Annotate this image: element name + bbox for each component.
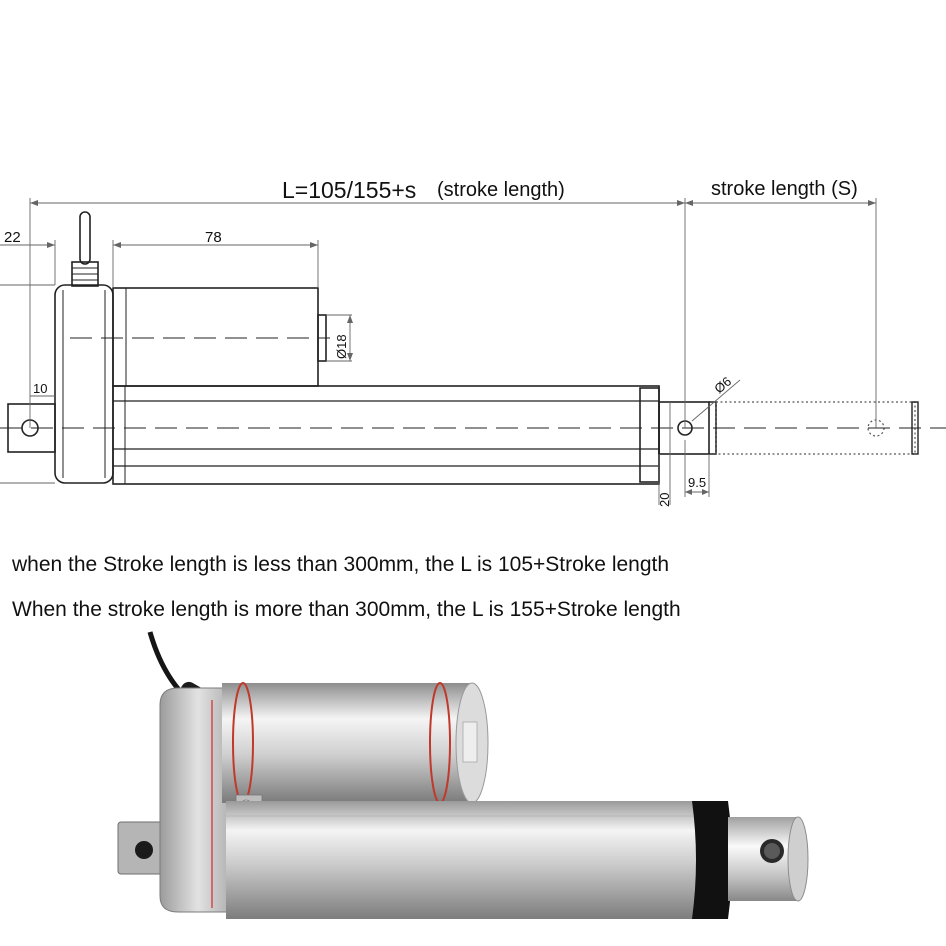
dim-label-10: 10 <box>33 381 47 396</box>
outer-tube-photo <box>226 801 721 919</box>
cable-stub <box>79 211 91 265</box>
dim-label-78: 78 <box>205 229 222 246</box>
dim-label-d18: Ø18 <box>334 334 349 359</box>
dimension-arrows <box>30 200 876 495</box>
dim-label-d6: Ø6 <box>711 374 734 397</box>
dim-label-22: 22 <box>4 229 21 246</box>
gearbox-housing <box>54 284 114 484</box>
overall-length-label: L=105/155+s <box>282 177 416 203</box>
piston-rod-photo <box>728 817 798 901</box>
dim-label-20: 20 <box>657 493 672 507</box>
overall-length-note: (stroke length) <box>437 179 565 201</box>
motor-body <box>112 287 319 387</box>
motor-body-photo <box>222 683 472 803</box>
linear-actuator-drawing-icon <box>0 211 946 485</box>
note-stroke-under-300: when the Stroke length is less than 300m… <box>12 553 670 576</box>
dimension-lines <box>0 198 877 505</box>
tube-end-band <box>692 801 732 919</box>
stroke-length-label: stroke length (S) <box>711 178 858 200</box>
tube-end-collar <box>639 387 660 483</box>
linear-actuator-photo-icon <box>117 631 809 919</box>
dim-label-9-5: 9.5 <box>688 475 706 490</box>
note-stroke-over-300: When the stroke length is more than 300m… <box>12 598 681 621</box>
